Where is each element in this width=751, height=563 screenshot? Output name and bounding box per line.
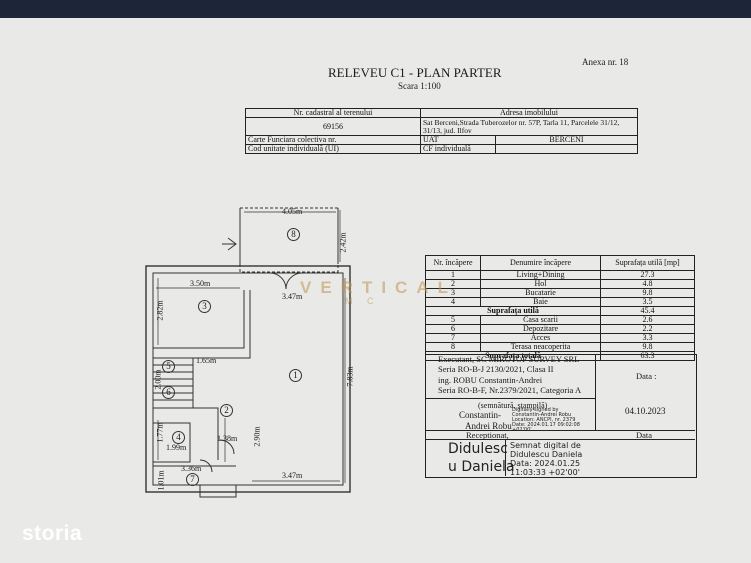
cf-individual-value <box>495 144 638 154</box>
executant-box <box>425 354 697 478</box>
sig-text-1: Semnat digital de <box>510 441 581 450</box>
cadastral-nr-header: Nr. cadastral al terenului <box>245 108 421 118</box>
cadastral-nr-value: 69156 <box>245 117 421 136</box>
watermark-brand: VERTICAL <box>300 278 457 297</box>
signer2-name-b: u Daniela <box>448 459 515 475</box>
dim-label: 1.77m <box>155 422 165 443</box>
page-title: RELEVEU C1 - PLAN PARTER <box>328 65 502 80</box>
sig-text-2: Didulescu Daniela <box>510 450 583 459</box>
sig-text-3: Data: 2024.01.25 <box>510 459 581 468</box>
dim-label: 2.90m <box>252 426 262 447</box>
cadastral-table: Nr. cadastral al terenului Adresa imobil… <box>245 108 638 154</box>
data2-label: Data <box>636 430 653 440</box>
room-marker: 4 <box>172 431 185 444</box>
dim-label: 2.42m <box>338 232 348 253</box>
top-dark-band <box>0 0 751 20</box>
dim-label: 3.50m <box>190 279 211 288</box>
dim-label: 7.83m <box>345 366 355 387</box>
room-marker: 8 <box>287 228 300 241</box>
dim-label: 3.36m <box>181 464 202 473</box>
annex-number: Anexa nr. 18 <box>582 57 629 67</box>
room-marker: 1 <box>289 369 302 382</box>
stamp-label: (semnătură, ștampilă) <box>478 401 548 410</box>
dim-label: 1.65m <box>196 356 217 365</box>
data-label: Data : <box>636 371 657 381</box>
dim-label: 1.01m <box>156 470 166 491</box>
executant-line4: Seria RO-B-F, Nr.2379/2021, Categoria A <box>438 385 582 395</box>
address-header: Adresa imobilului <box>420 108 638 118</box>
cf-individual-label: CF individuală <box>420 144 496 154</box>
signer-name-a: Constantin- <box>459 410 501 420</box>
outer-walls <box>145 265 351 493</box>
storia-logo[interactable]: storia <box>22 522 83 545</box>
receptionat-label: Receptionat, <box>466 430 509 440</box>
ui-code-label: Cod unitate individuală (UI) <box>245 144 421 154</box>
dim-label: 2.00m <box>153 369 163 390</box>
dim-label: 3.47m <box>282 292 303 301</box>
room-marker: 6 <box>162 386 175 399</box>
rooms-table: Nr. încăpere Denumire încăpere Suprafața… <box>425 255 695 361</box>
signature-date: 04.10.2023 <box>625 406 666 416</box>
dim-label: 1.99m <box>166 443 187 452</box>
signer2-name-a: Didulesc <box>448 441 508 457</box>
rooms-head-area: Suprafața utilă [mp] <box>600 255 695 271</box>
terrace-outline <box>239 207 339 273</box>
executant-line2: Seria RO-B-J 2130/2021, Clasa II <box>438 364 554 374</box>
rooms-head-name: Denumire încăpere <box>480 255 601 271</box>
dim-label: 2.82m <box>155 300 165 321</box>
rooms-head-nr: Nr. încăpere <box>425 255 481 271</box>
executant-line3: ing. ROBU Constantin-Andrei <box>438 375 543 385</box>
room-marker: 7 <box>186 473 199 486</box>
floor-plan <box>145 207 351 498</box>
address-value: Sat Berceni,Strada Tuberozelor nr. 57P, … <box>420 117 638 136</box>
room-marker: 2 <box>220 404 233 417</box>
uat-value: BERCENI <box>495 135 638 145</box>
scale-label: Scara 1:100 <box>398 81 441 91</box>
room-marker: 5 <box>162 360 175 373</box>
dim-label: 3.47m <box>282 471 303 480</box>
sig-text-4: 11:03:33 +02'00' <box>510 468 580 477</box>
executant-line1: Executant, SC MIROTOP SURVEY SRL <box>438 354 580 364</box>
dim-label: 1.38m <box>217 434 238 443</box>
watermark-sub: M C <box>345 296 380 306</box>
digital-signature-stamp: Digitally signed by Constantin-Andrei Ro… <box>512 407 580 433</box>
room-marker: 3 <box>198 300 211 313</box>
dim-label: 4.05m <box>282 207 303 216</box>
signer-name-b: Andrei Robu <box>465 421 512 431</box>
